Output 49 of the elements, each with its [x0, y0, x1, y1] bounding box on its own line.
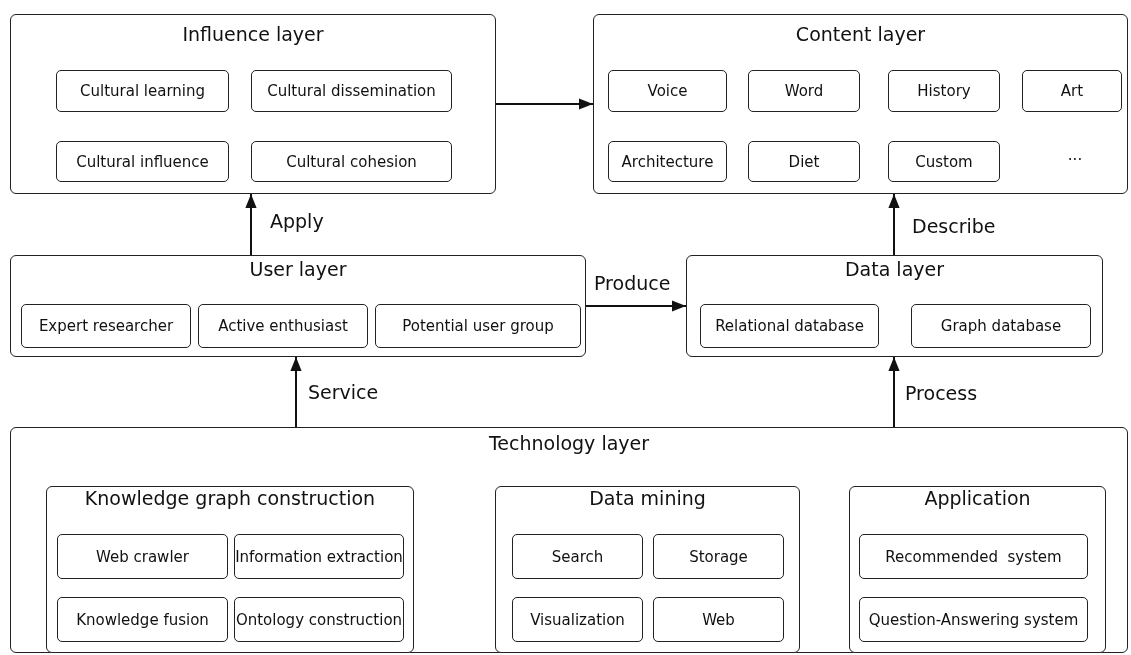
item-box: Recommended system [859, 534, 1088, 579]
item-box: Cultural cohesion [251, 141, 452, 182]
layer-title: Technology layer [488, 432, 650, 454]
item-box: Architecture [608, 141, 727, 182]
arrow [290, 356, 302, 428]
item-box: Search [512, 534, 643, 579]
item-box: Art [1022, 70, 1122, 112]
item-box: Word [748, 70, 860, 112]
item-box: Cultural learning [56, 70, 229, 112]
item-box: Expert researcher [21, 304, 191, 348]
item-box: Ontology construction [234, 597, 404, 642]
layer-title: Application [924, 487, 1031, 509]
item-box: Visualization [512, 597, 643, 642]
layer-panel [10, 427, 1128, 653]
item-box: Cultural influence [56, 141, 229, 182]
item-box: Web [653, 597, 784, 642]
arrow [888, 193, 900, 256]
item-box: Potential user group [375, 304, 581, 348]
item-box: Information extraction [234, 534, 404, 579]
item-box: Custom [888, 141, 1000, 182]
layer-title: Influence layer [182, 23, 324, 45]
item-box: Storage [653, 534, 784, 579]
layer-title: Data mining [589, 487, 706, 509]
item-box: Question-Answering system [859, 597, 1088, 642]
item-box: Knowledge fusion [57, 597, 228, 642]
item-box: Relational database [700, 304, 879, 348]
item-box: Graph database [911, 304, 1091, 348]
item-box: Web crawler [57, 534, 228, 579]
item-box: Cultural dissemination [251, 70, 452, 112]
layer-panel [686, 255, 1103, 357]
item-box: History [888, 70, 1000, 112]
layer-panel [593, 14, 1128, 194]
arrow [495, 98, 594, 110]
edge-label: Apply [270, 210, 324, 232]
item-box: Diet [748, 141, 860, 182]
layer-panel [10, 14, 496, 194]
layer-title: Content layer [795, 23, 926, 45]
item-box: Voice [608, 70, 727, 112]
arrow [245, 193, 257, 256]
group-panel [849, 486, 1106, 653]
layer-panel [10, 255, 586, 357]
group-panel [46, 486, 414, 653]
item-box: Active enthusiast [198, 304, 368, 348]
arrow [585, 300, 687, 312]
layer-title: Knowledge graph construction [84, 487, 376, 509]
layer-title: Data layer [844, 258, 945, 280]
group-panel [495, 486, 800, 653]
layer-title: User layer [249, 258, 347, 280]
arrow [888, 356, 900, 428]
